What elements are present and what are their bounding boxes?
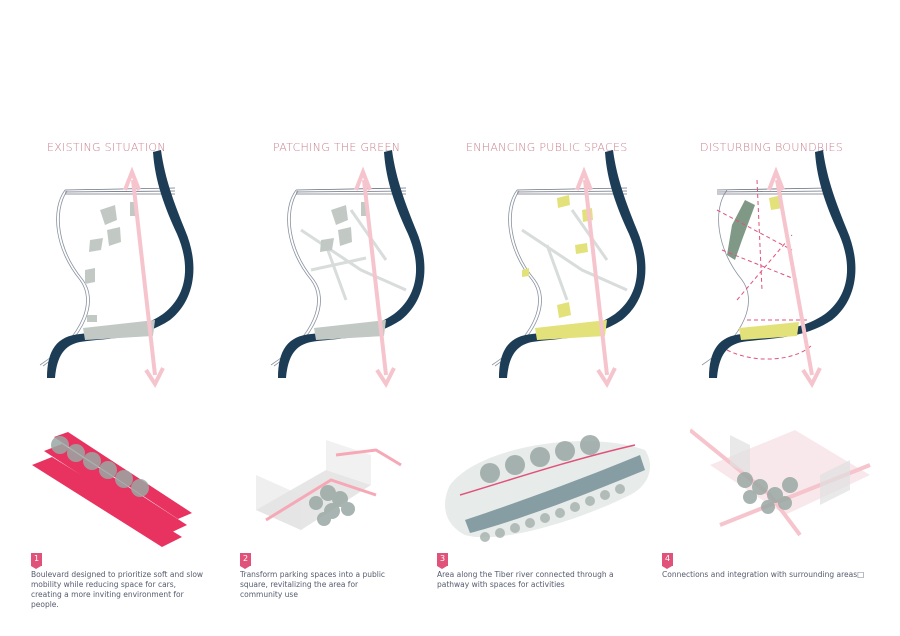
tree-cluster — [309, 485, 355, 526]
stage-title-enhancing: ENHANCING PUBLIC SPACES — [466, 141, 628, 154]
tree-row — [51, 436, 149, 497]
stage-title-disturbing: DISTURBING BOUNDRIES — [700, 141, 844, 154]
step-caption-4: Connections and integration with surroun… — [662, 570, 865, 579]
green-corridors — [300, 209, 407, 301]
north-south-axis — [354, 166, 396, 389]
tiber-river — [709, 150, 856, 378]
railway-line — [64, 187, 176, 195]
tree-row-upper — [480, 435, 600, 483]
stage-title-existing: EXISTING SITUATION — [47, 141, 166, 154]
step-badge-2: 2 — [240, 553, 251, 569]
step-caption-2: Transform parking spaces into a public s… — [240, 570, 386, 599]
tree-row-lower — [480, 484, 625, 542]
north-south-axis — [767, 166, 822, 389]
north-south-axis — [123, 166, 165, 389]
step-badge-4: 4 — [662, 553, 673, 569]
tiber-river — [278, 150, 425, 378]
step-badge-3: 3 — [437, 553, 448, 569]
iso-public-square — [256, 440, 402, 530]
tree-cluster — [737, 472, 798, 514]
stage-title-patching: PATCHING THE GREEN — [273, 141, 401, 154]
map-enhancing-public-spaces — [491, 150, 646, 389]
railway-line — [716, 187, 828, 195]
railway-line — [516, 187, 628, 195]
map-existing-situation — [39, 150, 194, 389]
step-caption-3: Area along the Tiber river connected thr… — [437, 570, 614, 589]
green-corridors — [521, 209, 628, 301]
connection-arrows — [716, 179, 813, 360]
tiber-river — [47, 150, 194, 378]
map-disturbing-boundaries — [701, 150, 856, 389]
iso-connections — [690, 428, 871, 537]
step-caption-1: Boulevard designed to prioritize soft an… — [31, 570, 204, 609]
iso-river-pathway — [445, 435, 650, 542]
iso-boulevard — [32, 432, 192, 547]
step-badge-1: 1 — [31, 553, 42, 569]
public-space-areas — [522, 195, 607, 340]
vegetation-strip — [727, 200, 755, 260]
map-patching-green — [270, 150, 425, 389]
north-south-axis — [575, 166, 617, 389]
railway-line — [295, 187, 407, 195]
tiber-river — [499, 150, 646, 378]
